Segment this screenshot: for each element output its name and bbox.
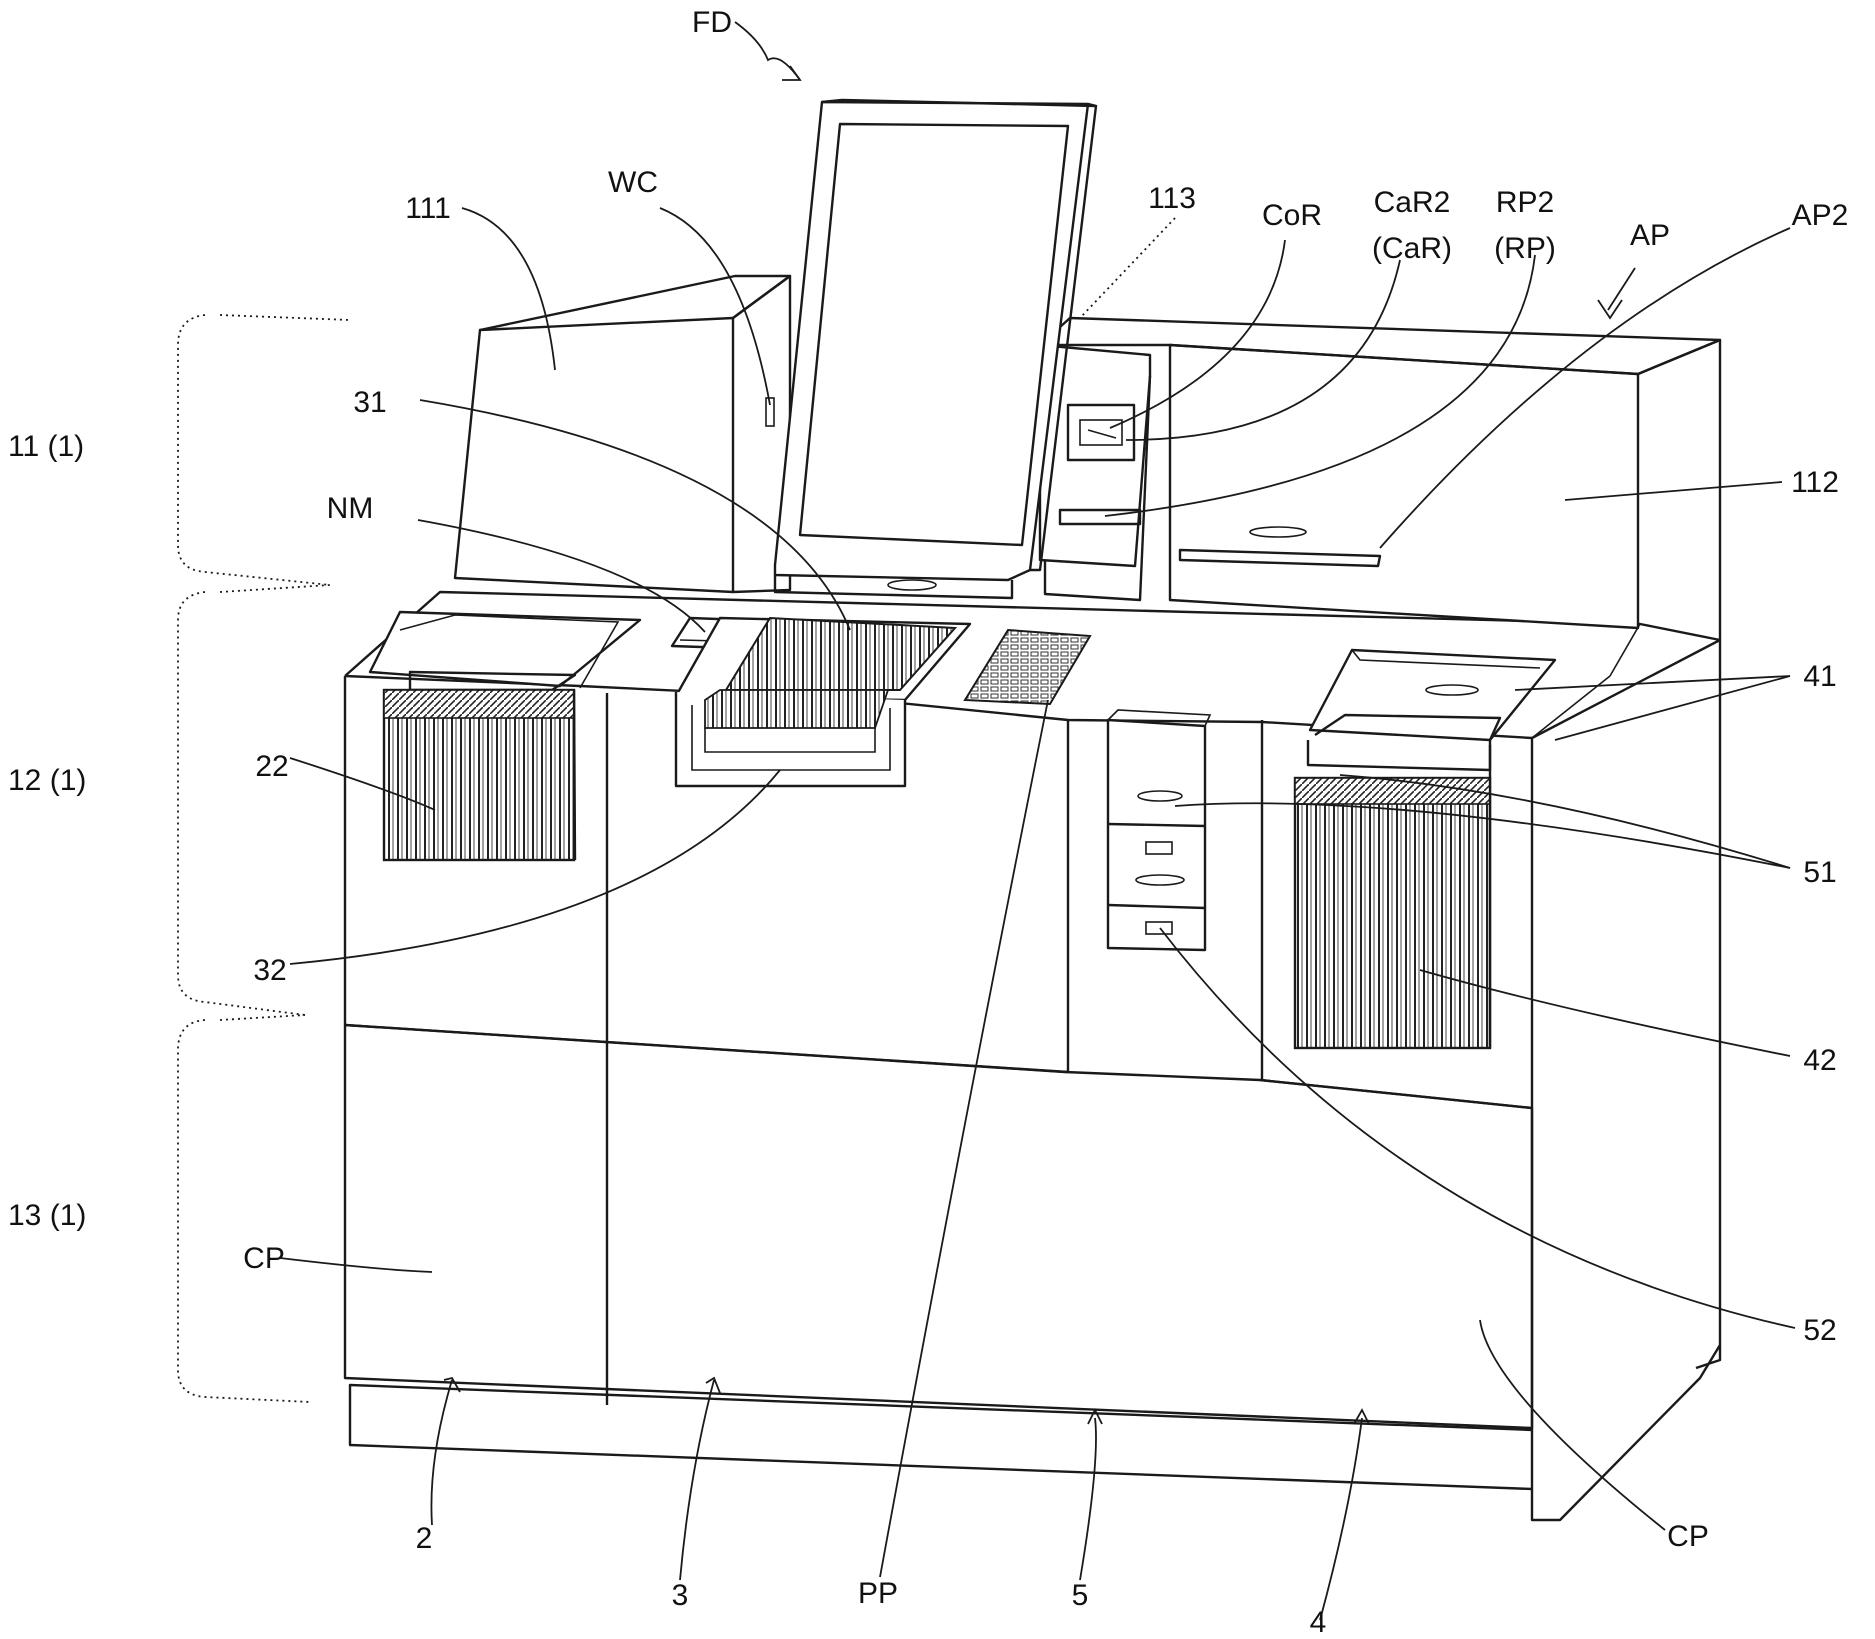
leader-fd-arrow xyxy=(782,66,800,80)
label-section-11: 11 (1) xyxy=(8,430,84,463)
banknote-stack-42-top xyxy=(1295,778,1490,804)
right-foot xyxy=(1696,1345,1720,1368)
label-31: 31 xyxy=(353,386,386,419)
left-tray-side xyxy=(574,690,575,860)
label-cp-right: CP xyxy=(1667,1520,1709,1553)
label-section-13: 13 (1) xyxy=(8,1199,86,1232)
label-3: 3 xyxy=(672,1579,689,1612)
banknote-stack-top xyxy=(384,690,574,718)
label-wc: WC xyxy=(608,166,658,199)
section-brackets xyxy=(178,315,350,1402)
label-ap: AP xyxy=(1630,219,1670,252)
division-line-right xyxy=(1260,1080,1532,1108)
bracket-12 xyxy=(178,592,305,1015)
label-32: 32 xyxy=(253,954,286,987)
leader-ap xyxy=(1608,268,1635,310)
leader-ap-arrow xyxy=(1598,300,1622,318)
right-side-face xyxy=(1532,640,1720,1520)
counter-devices xyxy=(370,612,1555,1048)
lower-front-panel xyxy=(345,1025,1532,1428)
counter-right-corner xyxy=(1610,624,1640,676)
leader-fd xyxy=(735,22,800,80)
bracket-11-top xyxy=(220,315,350,320)
display-base-mark xyxy=(888,580,936,590)
label-rp2: RP2 xyxy=(1496,186,1554,219)
leader-cp-left xyxy=(280,1258,432,1272)
label-41: 41 xyxy=(1803,660,1836,693)
label-car: (CaR) xyxy=(1372,232,1452,265)
label-22: 22 xyxy=(255,750,288,783)
bracket-11 xyxy=(178,315,330,585)
label-2: 2 xyxy=(416,1522,433,1555)
banknote-stack-42 xyxy=(1295,778,1490,1048)
bracket-12-top xyxy=(220,585,330,592)
bracket-13 xyxy=(178,1020,310,1402)
label-111: 111 xyxy=(405,192,451,225)
label-ap2: AP2 xyxy=(1792,199,1849,232)
label-4: 4 xyxy=(1310,1606,1327,1639)
label-nm: NM xyxy=(327,492,374,525)
right-tray-51-ledge xyxy=(1308,740,1490,770)
label-fd: FD xyxy=(692,6,732,39)
leader-113 xyxy=(1080,218,1175,318)
bracket-13-top xyxy=(220,1015,305,1020)
label-5: 5 xyxy=(1072,1579,1089,1612)
leader-cp-right xyxy=(1480,1320,1665,1530)
label-car2: CaR2 xyxy=(1374,186,1451,219)
left-upper-box-111 xyxy=(455,318,733,592)
bill-module-5 xyxy=(1108,720,1205,950)
base-plinth xyxy=(350,1385,1532,1489)
label-42: 42 xyxy=(1803,1044,1836,1077)
label-51: 51 xyxy=(1803,856,1836,889)
label-pp: PP xyxy=(858,1577,898,1610)
coin-tray-32-contents xyxy=(705,690,888,728)
division-line-left xyxy=(345,1025,1068,1072)
label-section-12: 12 (1) xyxy=(8,764,86,797)
label-rp: (RP) xyxy=(1494,232,1556,265)
right-upper-box-112 xyxy=(1170,345,1638,628)
label-cor: CoR xyxy=(1262,199,1322,232)
pin-pad-pp xyxy=(965,630,1090,704)
label-113: 113 xyxy=(1148,182,1196,215)
label-cp-left: CP xyxy=(243,1242,285,1275)
label-52: 52 xyxy=(1803,1314,1836,1347)
label-112: 112 xyxy=(1791,466,1839,499)
